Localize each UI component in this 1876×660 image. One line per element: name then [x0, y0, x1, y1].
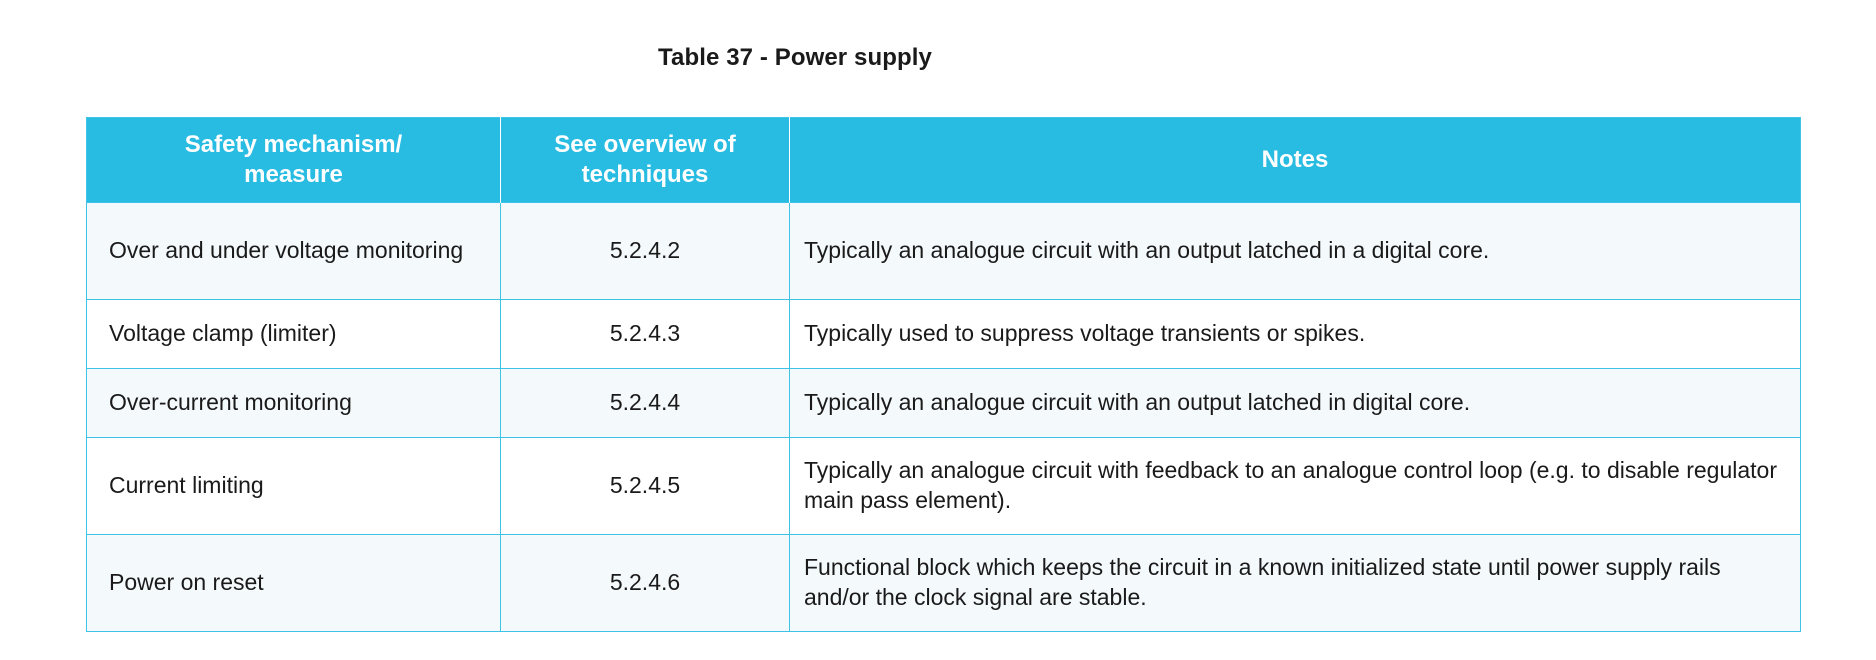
column-header-notes: Notes — [789, 117, 1801, 202]
cell-technique-reference: 5.2.4.6 — [500, 533, 790, 632]
column-header-safety-mechanism-line2: measure — [244, 160, 343, 188]
cell-technique-reference: 5.2.4.3 — [500, 298, 790, 369]
table-row: Power on reset 5.2.4.6 Functional block … — [86, 533, 1801, 632]
table-row: Voltage clamp (limiter) 5.2.4.3 Typicall… — [86, 298, 1801, 369]
table-row: Current limiting 5.2.4.5 Typically an an… — [86, 436, 1801, 535]
cell-safety-mechanism: Power on reset — [86, 533, 501, 632]
cell-safety-mechanism: Voltage clamp (limiter) — [86, 298, 501, 369]
cell-notes: Typically an analogue circuit with feedb… — [789, 436, 1801, 535]
page-title: Table 37 - Power supply — [658, 44, 932, 71]
power-supply-table: Safety mechanism/ measure See overview o… — [86, 117, 1801, 632]
table-container: Safety mechanism/ measure See overview o… — [86, 117, 1801, 632]
cell-technique-reference: 5.2.4.5 — [500, 436, 790, 535]
cell-notes: Typically used to suppress voltage trans… — [789, 298, 1801, 369]
cell-technique-reference: 5.2.4.2 — [500, 201, 790, 300]
cell-notes: Typically an analogue circuit with an ou… — [789, 367, 1801, 438]
column-header-overview-line1: See overview of — [554, 131, 736, 158]
cell-notes: Functional block which keeps the circuit… — [789, 533, 1801, 632]
cell-safety-mechanism: Current limiting — [86, 436, 501, 535]
column-header-safety-mechanism-line1: Safety mechanism/ — [184, 131, 403, 158]
cell-safety-mechanism: Over and under voltage monitoring — [86, 201, 501, 300]
table-row: Over-current monitoring 5.2.4.4 Typicall… — [86, 367, 1801, 438]
table-header: Safety mechanism/ measure See overview o… — [86, 117, 1801, 202]
table-header-row: Safety mechanism/ measure See overview o… — [86, 117, 1801, 202]
table-row: Over and under voltage monitoring 5.2.4.… — [86, 201, 1801, 300]
column-header-overview-of-techniques: See overview of techniques — [500, 117, 790, 202]
cell-safety-mechanism: Over-current monitoring — [86, 367, 501, 438]
cell-technique-reference: 5.2.4.4 — [500, 367, 790, 438]
table-body: Over and under voltage monitoring 5.2.4.… — [86, 201, 1801, 632]
column-header-overview-line2: techniques — [581, 160, 709, 188]
column-header-safety-mechanism: Safety mechanism/ measure — [86, 117, 501, 202]
cell-notes: Typically an analogue circuit with an ou… — [789, 201, 1801, 300]
